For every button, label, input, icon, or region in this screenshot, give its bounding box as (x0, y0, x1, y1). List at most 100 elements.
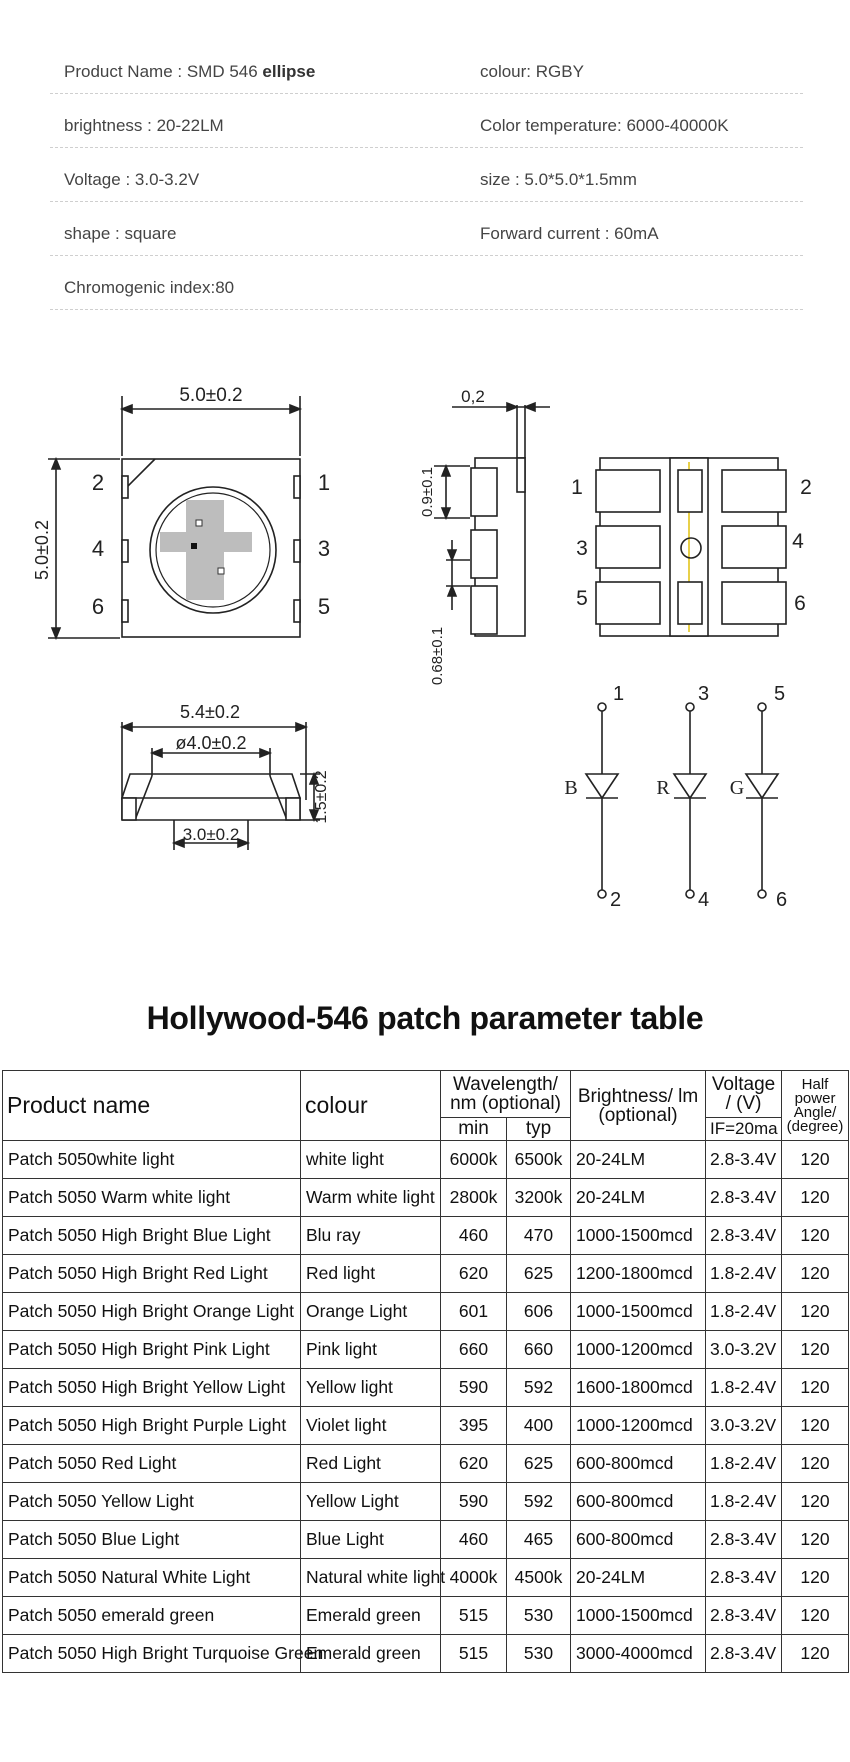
cell-voltage: 2.8-3.4V (705, 1558, 783, 1597)
cell-colour: Warm white light (300, 1178, 441, 1217)
header-colour: colour (300, 1070, 441, 1141)
cell-colour: white light (300, 1140, 441, 1179)
cell-voltage: 1.8-2.4V (705, 1444, 783, 1483)
table-title: Hollywood-546 patch parameter table (146, 1000, 704, 1036)
top-view: 5.0±0.2 5.0±0.2 2 4 6 1 3 5 (32, 385, 330, 641)
cell-product: Patch 5050 Red Light (2, 1444, 301, 1483)
cell-wavelength-typ: 592 (505, 1368, 572, 1407)
pin-label: 1 (318, 470, 330, 495)
dim-top-width: 5.0±0.2 (179, 385, 242, 406)
cell-voltage: 1.8-2.4V (705, 1368, 783, 1407)
header-brightness: Brightness/ lm (optional) (570, 1070, 707, 1141)
cell-angle: 120 (781, 1596, 850, 1635)
cell-brightness: 600-800mcd (570, 1520, 707, 1559)
cell-brightness: 600-800mcd (570, 1444, 707, 1483)
cell-voltage: 2.8-3.4V (705, 1634, 783, 1673)
spec-voltage: Voltage : 3.0-3.2V (64, 170, 200, 189)
cell-angle: 120 (781, 1406, 850, 1445)
dim-lead-thickness: 0,2 (461, 387, 485, 406)
cell-brightness: 3000-4000mcd (570, 1634, 707, 1673)
cell-wavelength-min: 590 (440, 1368, 507, 1407)
header-min: min (440, 1117, 507, 1141)
cell-brightness: 600-800mcd (570, 1482, 707, 1521)
cell-brightness: 1200-1800mcd (570, 1254, 707, 1293)
spec-row: Voltage : 3.0-3.2V size : 5.0*5.0*1.5mm (50, 148, 803, 202)
spec-colour: colour: RGBY (480, 62, 584, 81)
cell-wavelength-min: 515 (440, 1596, 507, 1635)
cell-angle: 120 (781, 1368, 850, 1407)
cell-brightness: 20-24LM (570, 1140, 707, 1179)
cell-voltage: 3.0-3.2V (705, 1406, 783, 1445)
spec-color-temperature: Color temperature: 6000-40000K (480, 116, 729, 135)
pad-label: 6 (794, 592, 806, 615)
cell-wavelength-typ: 625 (505, 1444, 572, 1483)
circuit-pin: 1 (613, 683, 624, 705)
parameter-table: Product name colour Wavelength/ nm (opti… (2, 1070, 850, 1673)
cell-wavelength-min: 460 (440, 1520, 507, 1559)
side-view: 0,2 0.9±0.1 0.68±0.1 (419, 387, 550, 685)
cell-wavelength-typ: 400 (505, 1406, 572, 1445)
circuit-label: G (730, 777, 744, 799)
cell-angle: 120 (781, 1178, 850, 1217)
cell-wavelength-min: 395 (440, 1406, 507, 1445)
spec-row: Product Name : SMD 546 ellipse colour: R… (50, 40, 803, 94)
cell-colour: Natural white light (300, 1558, 445, 1597)
cell-wavelength-typ: 625 (505, 1254, 572, 1293)
cell-angle: 120 (781, 1634, 850, 1673)
cell-brightness: 1000-1200mcd (570, 1330, 707, 1369)
dim-bottom-base: 3.0±0.2 (183, 825, 240, 844)
cell-wavelength-min: 620 (440, 1254, 507, 1293)
spec-shape: shape : square (64, 224, 177, 243)
circuit-pin: 5 (774, 683, 785, 705)
cell-colour: Violet light (300, 1406, 441, 1445)
cell-brightness: 1000-1500mcd (570, 1596, 707, 1635)
cell-voltage: 2.8-3.4V (705, 1140, 783, 1179)
cell-voltage: 2.8-3.4V (705, 1520, 783, 1559)
circuit-diagram: 1 2 B 3 4 R 5 6 G (564, 683, 787, 911)
dim-bottom-height: 1.5±0.2 (313, 770, 330, 823)
cell-wavelength-typ: 6500k (505, 1140, 572, 1179)
cell-angle: 120 (781, 1292, 850, 1331)
dim-lead-pitch: 0.9±0.1 (419, 467, 436, 517)
cell-colour: Yellow Light (300, 1482, 441, 1521)
cell-colour: Blu ray (300, 1216, 441, 1255)
cell-colour: Emerald green (300, 1596, 441, 1635)
pad-view: 1 3 5 2 4 6 (571, 457, 812, 637)
dim-side-height: 5.0±0.2 (32, 520, 52, 580)
circuit-pin: 2 (610, 889, 621, 911)
cell-voltage: 2.8-3.4V (705, 1216, 783, 1255)
cell-product: Patch 5050 Yellow Light (2, 1482, 301, 1521)
cell-wavelength-min: 620 (440, 1444, 507, 1483)
cell-product: Patch 5050 Warm white light (2, 1178, 301, 1217)
spec-chromogenic-index: Chromogenic index:80 (64, 278, 235, 297)
header-product-name: Product name (2, 1070, 301, 1141)
pad-label: 2 (800, 476, 812, 499)
cell-product: Patch 5050 High Bright Purple Light (2, 1406, 301, 1445)
dim-lens-diameter: ø4.0±0.2 (176, 733, 247, 753)
cell-angle: 120 (781, 1254, 850, 1293)
cell-wavelength-min: 660 (440, 1330, 507, 1369)
header-typ: typ (505, 1117, 572, 1141)
pad-label: 3 (576, 537, 588, 560)
cell-colour: Emerald green (300, 1634, 441, 1673)
cell-wavelength-typ: 530 (505, 1596, 572, 1635)
cell-brightness: 20-24LM (570, 1558, 707, 1597)
header-half-power-angle: Half power Angle/ (degree) (781, 1070, 850, 1141)
cell-brightness: 20-24LM (570, 1178, 707, 1217)
cell-colour: Blue Light (300, 1520, 441, 1559)
cell-brightness: 1000-1500mcd (570, 1292, 707, 1331)
cell-colour: Pink light (300, 1330, 441, 1369)
cell-product: Patch 5050 High Bright Blue Light (2, 1216, 301, 1255)
spec-product-name: Product Name : SMD 546 ellipse (64, 62, 316, 81)
cell-voltage: 1.8-2.4V (705, 1292, 783, 1331)
cell-colour: Red light (300, 1254, 441, 1293)
cell-voltage: 1.8-2.4V (705, 1482, 783, 1521)
